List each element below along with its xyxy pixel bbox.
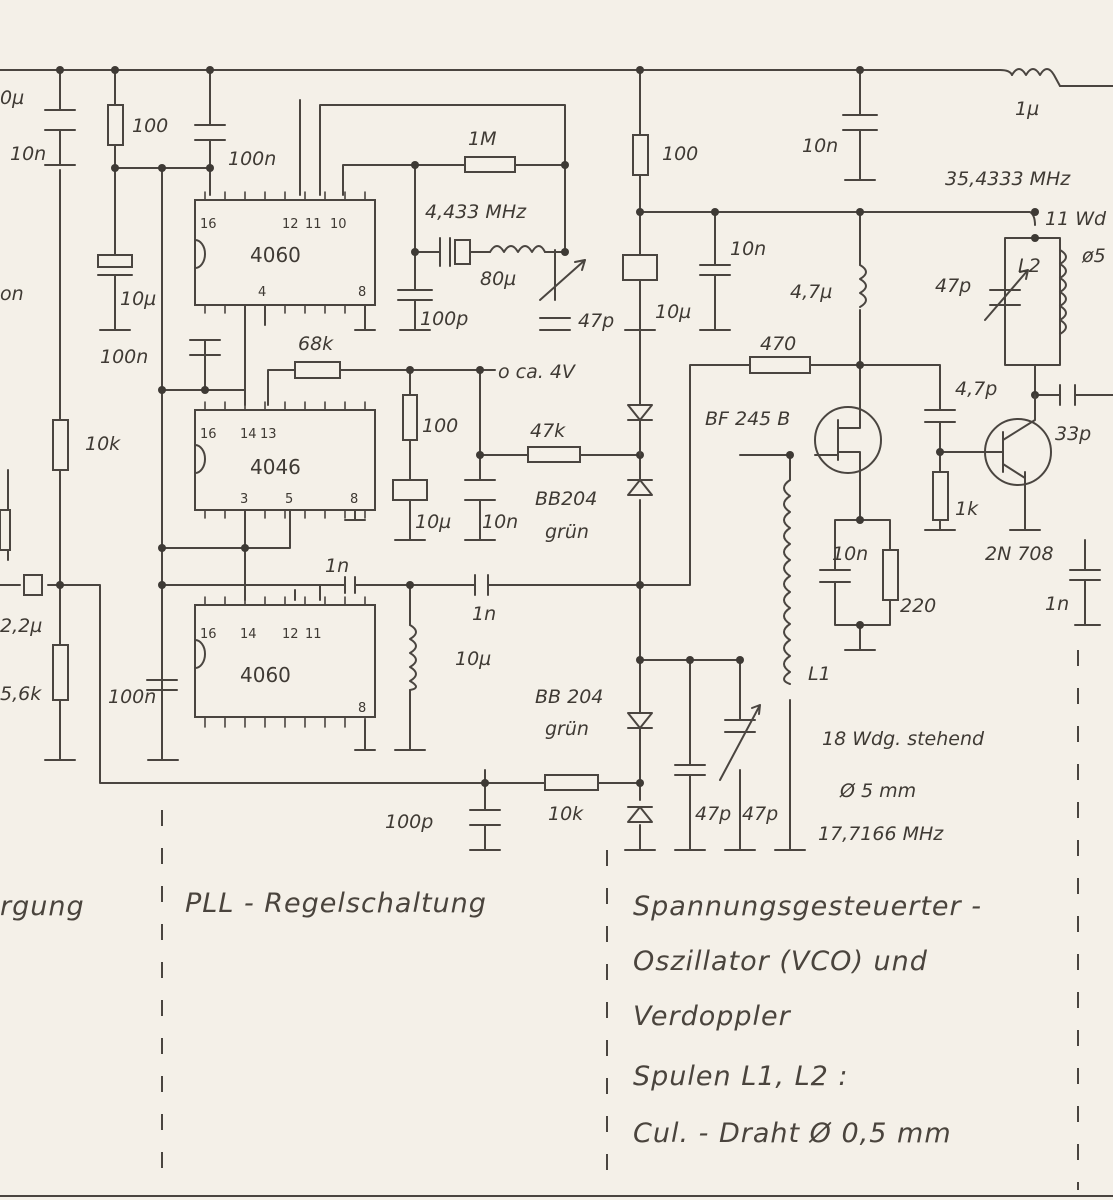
svg-text:8: 8 [350, 492, 358, 507]
label-c33p: 33p [1055, 423, 1091, 445]
label-r47k: 47k [530, 420, 566, 442]
label-r470: 470 [760, 333, 796, 355]
svg-text:11: 11 [305, 217, 322, 232]
label-r1k: 1k [955, 498, 979, 520]
label-l10u: 10µ [455, 648, 491, 670]
label-c10u-vco: 10µ [655, 301, 691, 323]
label-output-frequency: 35,4333 MHz [945, 168, 1071, 190]
coil-note-line2: Cul. - Draht Ø 0,5 mm [633, 1118, 952, 1149]
label-c4-7p: 4,7p [955, 378, 997, 400]
label-l1u: 1µ [1015, 98, 1039, 120]
label-c2-2u: 2,2µ [0, 615, 42, 637]
junction-dots [56, 66, 1039, 787]
label-c10u-mid: 10µ [415, 511, 451, 533]
label-c100p-top: 100p [420, 308, 468, 330]
svg-text:14: 14 [240, 627, 257, 642]
section-title-vco-line2: Oszillator (VCO) und [633, 946, 928, 977]
section-title-vco-line3: Verdoppler [633, 1001, 792, 1032]
label-c1n-right: 1n [1045, 593, 1069, 615]
label-gruen-bot: grün [545, 718, 589, 740]
svg-text:5: 5 [285, 492, 293, 507]
label-l4-7u: 4,7µ [790, 281, 832, 303]
label-vco-frequency: 17,7166 MHz [818, 823, 944, 845]
label-r10k-bot: 10k [548, 803, 584, 825]
label-r68k: 68k [298, 333, 334, 355]
label-c10n-vco: 10n [730, 238, 766, 260]
svg-text:11: 11 [305, 627, 322, 642]
label-ic3: 4060 [240, 663, 291, 687]
ic-chips [194, 191, 376, 728]
label-l2: L2 [1018, 255, 1041, 277]
label-c1n-b: 1n [472, 603, 496, 625]
svg-text:12: 12 [282, 627, 299, 642]
label-r10k-left: 10k [85, 433, 121, 455]
edge-label-4: ø5 [1081, 245, 1106, 267]
section-title-vco-line1: Spannungsgesteuerter - [633, 891, 982, 922]
svg-text:3: 3 [240, 492, 248, 507]
label-c47p-b: 47p [742, 803, 778, 825]
edge-label-1: 0µ [0, 87, 24, 109]
label-ic2: 4046 [250, 455, 301, 479]
label-r100-mid: 100 [422, 415, 458, 437]
svg-text:16: 16 [200, 217, 217, 232]
svg-text:12: 12 [282, 217, 299, 232]
label-vref: o ca. 4V [498, 361, 577, 383]
label-bb204-bot: BB 204 [535, 686, 603, 708]
label-windings: 11 Wd [1045, 208, 1107, 230]
label-l80u: 80µ [480, 268, 516, 290]
capacitors [23, 109, 1101, 826]
label-coil-description: 18 Wdg. stehend [822, 728, 985, 750]
pin-numbers: 16 12 11 10 4 8 16 14 13 3 5 8 16 14 12 … [200, 217, 366, 716]
inductors [409, 68, 1067, 691]
label-r100-top: 100 [132, 115, 168, 137]
label-c1n-a: 1n [325, 555, 349, 577]
label-bb204-top: BB204 [535, 488, 597, 510]
svg-text:16: 16 [200, 427, 217, 442]
svg-text:10: 10 [330, 217, 347, 232]
label-2n708: 2N 708 [985, 543, 1054, 565]
label-ic1: 4060 [250, 243, 301, 267]
svg-text:8: 8 [358, 285, 366, 300]
label-c10n-source: 10n [832, 543, 868, 565]
svg-text:16: 16 [200, 627, 217, 642]
label-c100n-bot: 100n [108, 686, 156, 708]
svg-text:13: 13 [260, 427, 277, 442]
svg-text:8: 8 [358, 701, 366, 716]
label-c10n-right: 10n [802, 135, 838, 157]
labels: 0µ 10n on 100 100n 10µ 100n 4060 4046 40… [0, 87, 1107, 1149]
label-c100n-top: 100n [228, 148, 276, 170]
label-c100p-bot: 100p [385, 811, 433, 833]
label-l1: L1 [808, 663, 831, 685]
edge-label-2: 10n [10, 143, 46, 165]
label-r100-vco: 100 [662, 143, 698, 165]
label-c10u-left: 10µ [120, 288, 156, 310]
label-c47p-l2: 47p [935, 275, 971, 297]
section-title-pll: PLL - Regelschaltung [185, 888, 487, 919]
resistors [0, 104, 949, 791]
label-r5-6k: 5,6k [0, 683, 42, 705]
label-c10n-mid: 10n [482, 511, 518, 533]
varicap-diodes [627, 329, 653, 823]
label-gruen-top: grün [545, 521, 589, 543]
label-bf245: BF 245 B [705, 408, 790, 430]
label-c100n-left: 100n [100, 346, 148, 368]
svg-text:4: 4 [258, 285, 266, 300]
svg-text:14: 14 [240, 427, 257, 442]
transistors [814, 394, 1052, 486]
label-r220: 220 [900, 595, 936, 617]
label-c47p-a: 47p [695, 803, 731, 825]
label-r1m: 1M [468, 128, 496, 150]
edge-label-3: on [0, 283, 24, 305]
ground-stubs [44, 164, 1101, 851]
label-coil-diameter: Ø 5 mm [839, 780, 916, 802]
label-crystal: 4,433 MHz [425, 201, 527, 223]
section-title-supply: rgung [0, 891, 85, 922]
coil-note-line1: Spulen L1, L2 : [633, 1061, 848, 1092]
label-c47p-trimmer: 47p [578, 310, 614, 332]
